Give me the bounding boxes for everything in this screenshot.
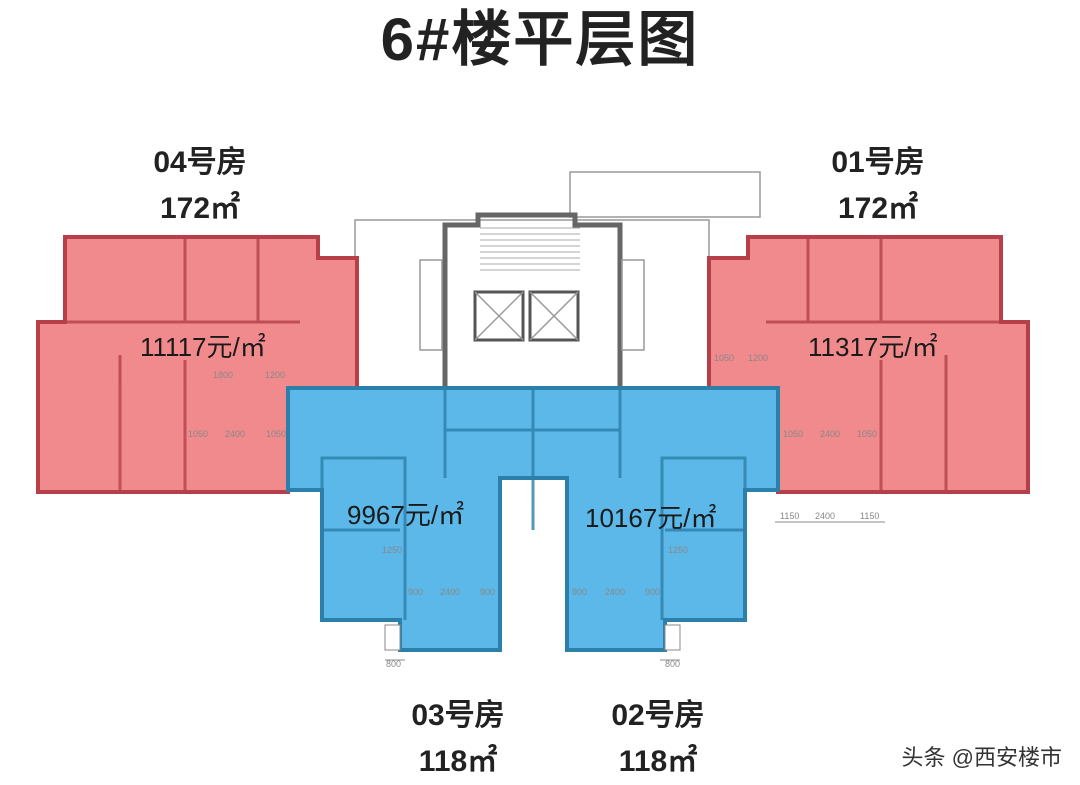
svg-text:800: 800	[665, 659, 680, 669]
svg-text:1050: 1050	[857, 429, 877, 439]
page-title: 6#楼平层图	[380, 6, 700, 73]
svg-text:1200: 1200	[265, 370, 285, 380]
unit-02-price: 10167元/㎡	[585, 503, 717, 533]
svg-text:2400: 2400	[225, 429, 245, 439]
unit-04-number: 04号房	[153, 146, 247, 179]
unit-04-price: 11117元/㎡	[140, 332, 266, 362]
unit-02-number: 02号房	[611, 699, 705, 732]
svg-text:1050: 1050	[714, 353, 734, 363]
svg-text:2400: 2400	[820, 429, 840, 439]
unit-03-number: 03号房	[411, 699, 505, 732]
watermark: 头条 @西安楼市	[901, 740, 1062, 772]
unit-01-label: 01号房 172㎡	[788, 140, 968, 232]
svg-text:1150: 1150	[860, 511, 879, 521]
svg-text:1050: 1050	[783, 429, 803, 439]
dimension-labels: 1800 1200 1050 2400 1050 1200 1050 1050 …	[188, 353, 879, 669]
svg-text:900: 900	[645, 587, 660, 597]
svg-text:1150: 1150	[780, 511, 799, 521]
dimension-lines	[384, 521, 885, 661]
unit-04-label: 04号房 172㎡	[110, 140, 290, 232]
unit-04-area: 172㎡	[159, 192, 241, 225]
unit-01-price: 11317元/㎡	[808, 332, 938, 362]
svg-text:900: 900	[572, 587, 587, 597]
unit-01-number: 01号房	[831, 146, 925, 179]
svg-text:800: 800	[386, 659, 401, 669]
interior-walls-blue	[320, 390, 747, 620]
svg-text:1050: 1050	[188, 429, 208, 439]
unit-02-area: 118㎡	[618, 745, 698, 778]
svg-text:2400: 2400	[815, 511, 835, 521]
interior-walls	[65, 237, 1001, 492]
svg-text:1800: 1800	[213, 370, 233, 380]
svg-text:900: 900	[408, 587, 423, 597]
unit-01-area: 172㎡	[837, 192, 919, 225]
unit-02-label: 02号房 118㎡	[568, 693, 748, 785]
units-02-03-area[interactable]	[286, 386, 780, 652]
unit-03-label: 03号房 118㎡	[368, 693, 548, 785]
unit-03-price: 9967元/㎡	[347, 500, 465, 530]
svg-text:1250: 1250	[668, 545, 688, 555]
svg-text:2400: 2400	[605, 587, 625, 597]
svg-text:1200: 1200	[748, 353, 768, 363]
elevator-left	[473, 290, 525, 342]
svg-text:2400: 2400	[440, 587, 460, 597]
svg-text:900: 900	[480, 587, 495, 597]
unit-03-area: 118㎡	[418, 745, 498, 778]
svg-text:1050: 1050	[266, 429, 286, 439]
elevator-right	[528, 290, 580, 342]
svg-text:1250: 1250	[382, 545, 402, 555]
core-stair-elevator	[354, 171, 761, 389]
